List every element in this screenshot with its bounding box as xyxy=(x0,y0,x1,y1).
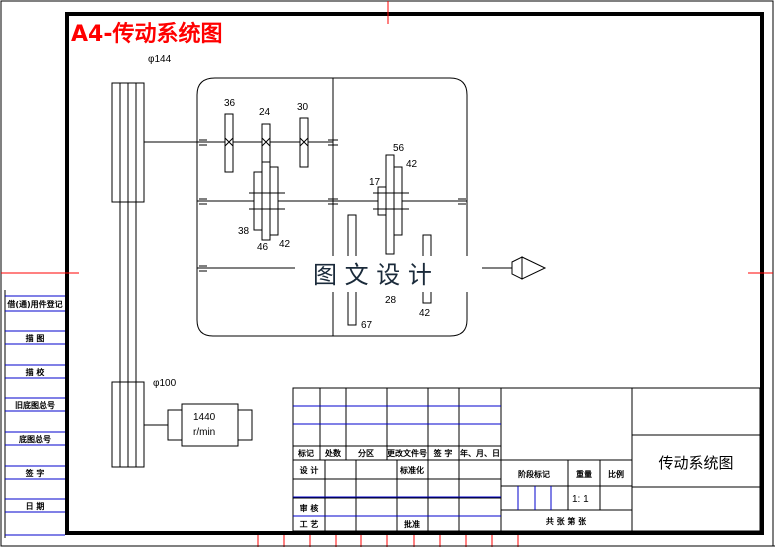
title-block: 标记 处数 分区 更改文件号 签 字 年、月、日 设 计 标准化 审 核 工 艺… xyxy=(292,387,761,532)
gear-label-38: 38 xyxy=(238,226,250,237)
gear-label-42a: 42 xyxy=(279,239,291,250)
drawing-name: 传动系统图 xyxy=(658,454,733,472)
scale-value: 1: 1 xyxy=(572,494,589,505)
gear-label-42c: 42 xyxy=(419,308,431,319)
rev-header-mark: 标记 xyxy=(297,448,314,458)
review-label: 审 核 xyxy=(300,503,319,513)
gearbox-housing xyxy=(196,77,468,337)
scale-label: 比例 xyxy=(608,469,624,479)
side-label-borrowed: 借(通)用件登记 xyxy=(6,299,62,309)
gear-label-46: 46 xyxy=(257,242,269,253)
motor xyxy=(167,403,253,447)
rev-header-date: 年、月、日 xyxy=(460,448,500,458)
side-label-signature: 签 字 xyxy=(25,468,45,478)
shaft1-gears xyxy=(224,113,309,183)
bottom-ticks xyxy=(257,535,519,547)
weight-label: 重量 xyxy=(576,469,592,479)
large-pulley-diameter: φ144 xyxy=(148,54,172,65)
gear-label-28: 28 xyxy=(385,295,397,306)
sheet-count: 共 张 第 张 xyxy=(546,516,587,526)
gear-label-30: 30 xyxy=(297,102,309,113)
gear-label-67: 67 xyxy=(361,320,373,331)
gear-label-56: 56 xyxy=(393,143,405,154)
side-label-base-no: 底图总号 xyxy=(18,434,51,444)
approve-label: 批准 xyxy=(404,519,420,529)
motor-speed: 1440 xyxy=(193,412,216,423)
side-column: 借(通)用件登记 描 图 描 校 旧底图总号 底图总号 签 字 日 期 xyxy=(4,290,65,538)
rev-header-doc-no: 更改文件号 xyxy=(387,448,427,458)
side-label-trace-check: 描 校 xyxy=(26,367,46,377)
shaft2-gear-cluster xyxy=(249,161,285,241)
output-coupling xyxy=(511,256,547,280)
stage-mark-label: 阶段标记 xyxy=(518,469,550,479)
drawing-title: A4-传动系统图 xyxy=(71,21,222,47)
watermark-text: 图 文 设 计 xyxy=(313,261,432,289)
rev-header-signature: 签 字 xyxy=(433,448,453,458)
side-label-trace: 描 图 xyxy=(26,333,45,343)
design-label: 设 计 xyxy=(300,465,319,475)
motor-speed-unit: r/min xyxy=(193,427,215,438)
watermark-bg xyxy=(297,256,479,292)
standardization-label: 标准化 xyxy=(399,465,424,475)
side-label-date: 日 期 xyxy=(26,501,45,511)
rev-header-zone: 分区 xyxy=(358,448,374,458)
small-pulley-diameter: φ100 xyxy=(153,378,177,389)
gear-label-42b: 42 xyxy=(406,159,418,170)
gear-label-36: 36 xyxy=(224,98,236,109)
side-label-old-base-no: 旧底图总号 xyxy=(15,400,55,410)
process-label: 工 艺 xyxy=(300,519,319,529)
rev-header-count: 处数 xyxy=(324,448,342,458)
gear-label-24: 24 xyxy=(259,107,271,118)
gear-label-17: 17 xyxy=(369,177,381,188)
centering-marks xyxy=(1,1,773,274)
